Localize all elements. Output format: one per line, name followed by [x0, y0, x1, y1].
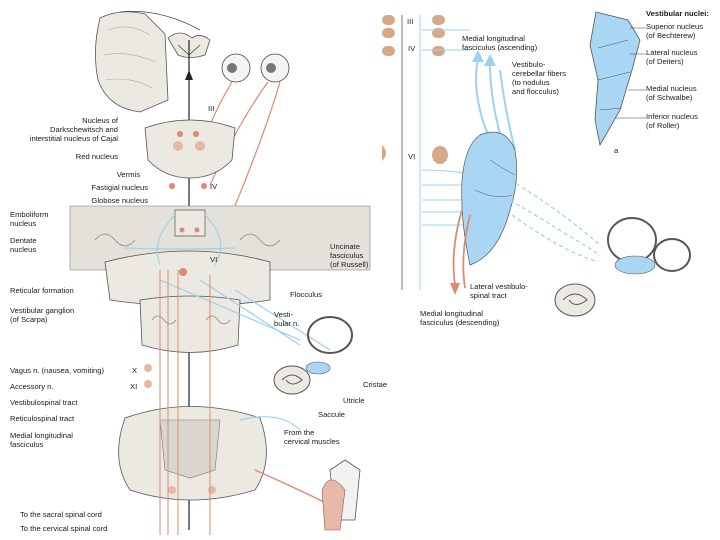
label-vermis: Vermis [116, 170, 140, 179]
label-globose: Globose nucleus [91, 196, 148, 205]
label-inferior-nucleus: Inferior nucleus(of Roller) [646, 112, 698, 130]
cervical-joint [321, 459, 361, 531]
inner-ear-left [273, 316, 353, 395]
label-panel-a: a [614, 146, 619, 155]
label-medial-nucleus: Medial nucleus(of Schwalbe) [646, 84, 697, 102]
label-flocculus: Flocculus [290, 290, 323, 299]
descending-tracts-left [159, 270, 211, 535]
cerebral-cortex [95, 11, 169, 113]
medulla-lower [139, 295, 241, 353]
label-lateral-nucleus: Lateral nucleus(of Deiters) [646, 48, 698, 66]
label-vestibular-nuclei-title: Vestibular nuclei: [646, 9, 709, 18]
roman-iii-right: III [407, 17, 414, 26]
lateral-vestibulospinal-tract [452, 209, 471, 289]
label-superior-nucleus: Superior nucleus(of Bechterew) [646, 22, 703, 40]
label-reticulospinal: Reticulospinal tract [10, 414, 75, 423]
label-utricle: Utricle [343, 396, 365, 405]
label-vagus: Vagus n. (nausea, vomiting) [10, 366, 104, 375]
label-red-nucleus: Red nucleus [75, 152, 118, 161]
label-reticular-formation: Reticular formation [10, 286, 74, 295]
inner-ear-right [554, 217, 691, 317]
eyes [221, 53, 290, 83]
label-fastigial: Fastigial nucleus [91, 183, 148, 192]
label-cristae: Cristae [363, 380, 388, 389]
vestibular-nuclei-inset [589, 11, 641, 147]
label-vestibular-n: Vesti-bular n. [274, 310, 300, 328]
vestibular-fibers-left [124, 214, 331, 431]
label-lateral-vestibulospinal: Lateral vestibulo-spinal tract [470, 282, 528, 300]
roman-x: X [132, 366, 138, 375]
roman-xi: XI [130, 382, 138, 391]
vestibular-nuclei-complex [461, 131, 517, 266]
roman-iv-left: IV [210, 182, 218, 191]
mlf-fibers [421, 29, 500, 226]
roman-iii-left: III [208, 104, 215, 113]
oculomotor-nuclei-right [382, 15, 448, 164]
label-vestibular-ganglion: Vestibular ganglion(of Scarpa) [10, 306, 75, 324]
vestibular-nerve-right [509, 179, 601, 263]
label-saccule: Saccule [318, 410, 346, 419]
label-accessory: Accessory n. [10, 382, 54, 391]
midbrain-section [144, 119, 236, 179]
roman-iv-right: IV [408, 44, 416, 53]
label-cervical-cord: To the cervical spinal cord [20, 524, 108, 533]
cervical-afferent [254, 469, 331, 506]
roman-vi-left: VI [210, 255, 218, 264]
cortex-outline [119, 11, 201, 31]
label-vestibulospinal: Vestibulospinal tract [10, 398, 78, 407]
roman-vi-right: VI [408, 152, 416, 161]
label-sacral: To the sacral spinal cord [20, 510, 102, 519]
